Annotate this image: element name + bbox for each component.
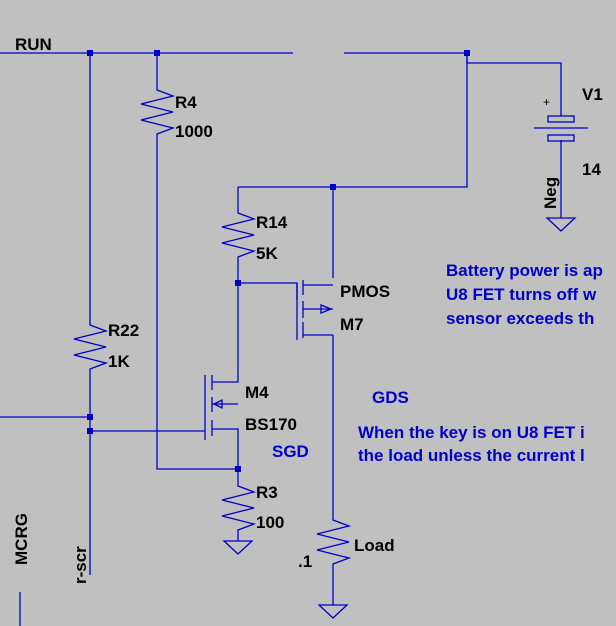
key-note-line-1: When the key is on U8 FET i	[358, 423, 585, 442]
v1-battery	[534, 115, 588, 142]
wires	[0, 52, 562, 626]
r3-resistor	[221, 481, 257, 532]
net-label-run: RUN	[15, 35, 52, 54]
r4-name: R4	[175, 93, 197, 112]
pin-label-sgd: SGD	[272, 442, 309, 461]
r4-resistor	[140, 85, 176, 140]
r22-resistor	[73, 320, 109, 372]
battery-note-line-3: sensor exceeds th	[446, 309, 594, 328]
m4-type: BS170	[245, 415, 297, 434]
load-value: .1	[298, 552, 312, 571]
v1-value: 14	[582, 160, 601, 179]
ground-icon-r3	[222, 540, 254, 555]
m4-name: M4	[245, 383, 269, 402]
battery-note-line-2: U8 FET turns off w	[446, 285, 597, 304]
junctions	[87, 50, 470, 472]
net-label-neg: Neg	[541, 177, 560, 209]
r3-value: 100	[256, 513, 284, 532]
r14-value: 5K	[256, 244, 278, 263]
r22-value: 1K	[108, 352, 130, 371]
r14-name: R14	[256, 213, 288, 232]
pin-label-gds: GDS	[372, 388, 409, 407]
v1-plus-sign: +	[543, 95, 550, 109]
key-note-line-2: the load unless the current l	[358, 446, 585, 465]
m7-name: M7	[340, 315, 364, 334]
load-name: Load	[354, 536, 395, 555]
load-resistor	[316, 515, 352, 570]
r22-name: R22	[108, 321, 139, 340]
m7-type: PMOS	[340, 282, 390, 301]
net-label-mcrg: MCRG	[12, 513, 31, 565]
r14-resistor	[221, 208, 257, 262]
battery-note-line-1: Battery power is ap	[446, 261, 603, 280]
net-label-r-scr: r-scr	[71, 546, 90, 584]
ground-icon-v1	[545, 217, 577, 232]
v1-name: V1	[582, 85, 603, 104]
r4-value: 1000	[175, 122, 213, 141]
ground-icon-load	[317, 604, 349, 619]
r3-name: R3	[256, 483, 278, 502]
